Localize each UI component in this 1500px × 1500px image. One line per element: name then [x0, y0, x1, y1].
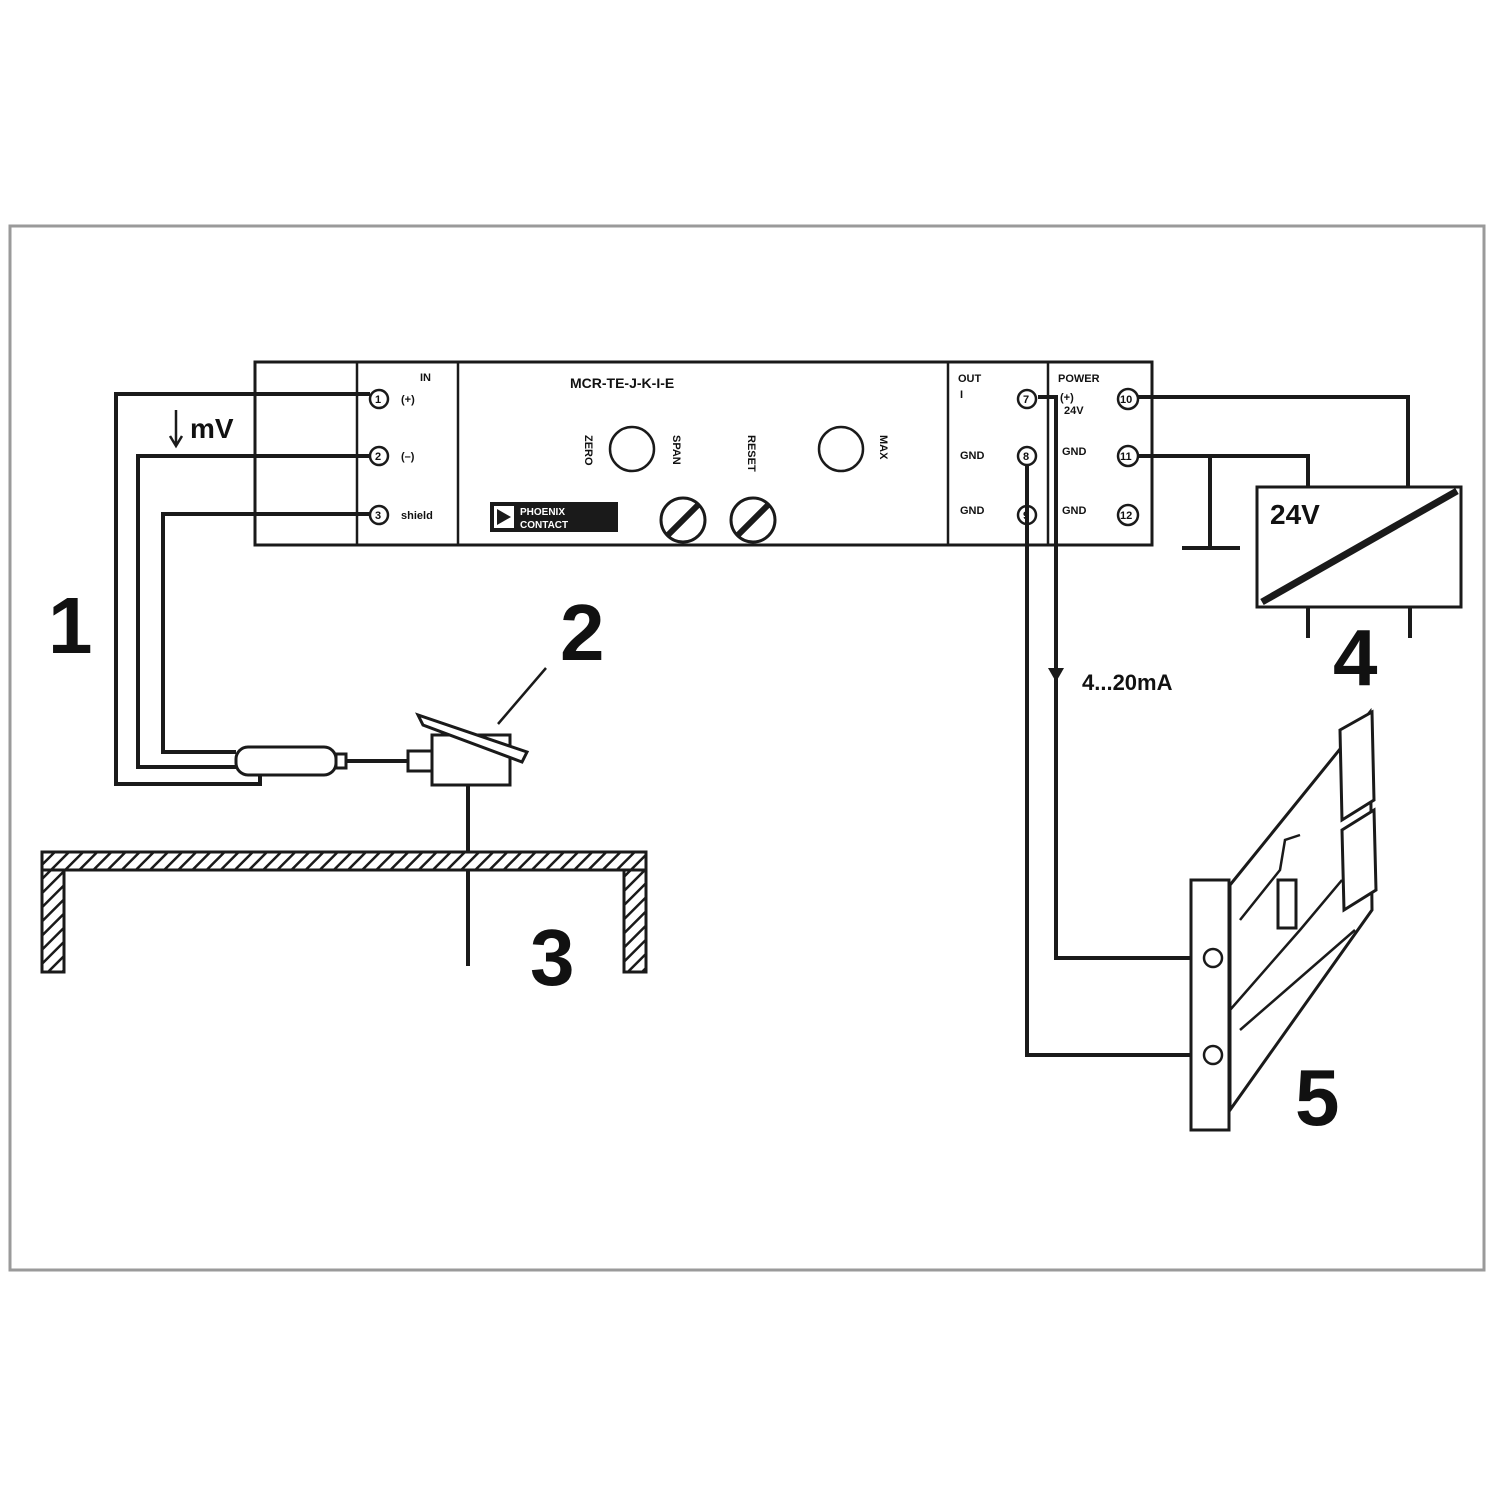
transmitter-module: MCR-TE-J-K-I-E IN OUT I POWER 24V 1 (+) …	[253, 360, 1154, 547]
terminal-11-num: 11	[1120, 451, 1132, 463]
terminal-10-label: (+)	[1060, 392, 1074, 404]
thermocouple-cable	[114, 392, 408, 786]
screw-icon	[659, 496, 707, 544]
terminal-12	[1116, 503, 1140, 527]
module-model: MCR-TE-J-K-I-E	[570, 375, 674, 391]
pot-label-reset: RESET	[745, 435, 757, 472]
callout-5: 5	[1295, 1053, 1340, 1142]
span-pot-icon	[817, 425, 865, 473]
callout-2: 2	[560, 588, 605, 677]
pot-label-max: MAX	[877, 435, 889, 460]
output-wiring	[1025, 395, 1196, 1057]
controller-card	[1189, 707, 1378, 1132]
supply-voltage-label: 24V	[1270, 499, 1320, 530]
terminal-3-num: 3	[375, 510, 381, 522]
power-sub: 24V	[1064, 405, 1084, 417]
terminal-1	[368, 388, 390, 410]
terminal-1-label: (+)	[401, 394, 415, 406]
callout-1: 1	[48, 581, 93, 670]
out-sub: I	[960, 389, 963, 401]
power-supply: 24V	[1138, 395, 1463, 638]
pot-label-span: SPAN	[670, 435, 682, 465]
terminal-7	[1016, 388, 1038, 410]
output-signal-label: 4...20mA	[1082, 670, 1173, 695]
pot-label-zero: ZERO	[582, 435, 594, 466]
arrow-down-icon	[1048, 668, 1064, 682]
terminal-2-label: (–)	[401, 451, 415, 463]
svg-text:CONTACT: CONTACT	[520, 520, 568, 531]
arrow-down-icon	[168, 410, 184, 449]
out-header: OUT	[958, 373, 982, 385]
input-signal-label: mV	[190, 413, 234, 444]
terminal-12-label: GND	[1062, 505, 1087, 517]
thermocouple-sensor	[406, 667, 547, 966]
svg-text:PHOENIX: PHOENIX	[520, 507, 565, 518]
terminal-9-label: GND	[960, 505, 985, 517]
terminal-1-num: 1	[375, 394, 381, 406]
terminal-12-num: 12	[1120, 510, 1132, 522]
terminal-10-num: 10	[1120, 394, 1132, 406]
terminal-8-num: 8	[1023, 451, 1029, 463]
terminal-7-num: 7	[1023, 394, 1029, 406]
in-header: IN	[420, 372, 431, 384]
terminal-2-num: 2	[375, 451, 381, 463]
power-header: POWER	[1058, 373, 1100, 385]
screw-icon	[729, 496, 777, 544]
terminal-11-label: GND	[1062, 446, 1087, 458]
callout-4: 4	[1333, 613, 1378, 702]
callout-3: 3	[530, 913, 575, 1002]
terminal-8-label: GND	[960, 450, 985, 462]
phoenix-contact-logo: PHOENIX CONTACT	[490, 502, 618, 532]
process-vessel	[40, 850, 648, 974]
terminal-3-label: shield	[401, 510, 433, 522]
zero-pot-icon	[608, 425, 656, 473]
